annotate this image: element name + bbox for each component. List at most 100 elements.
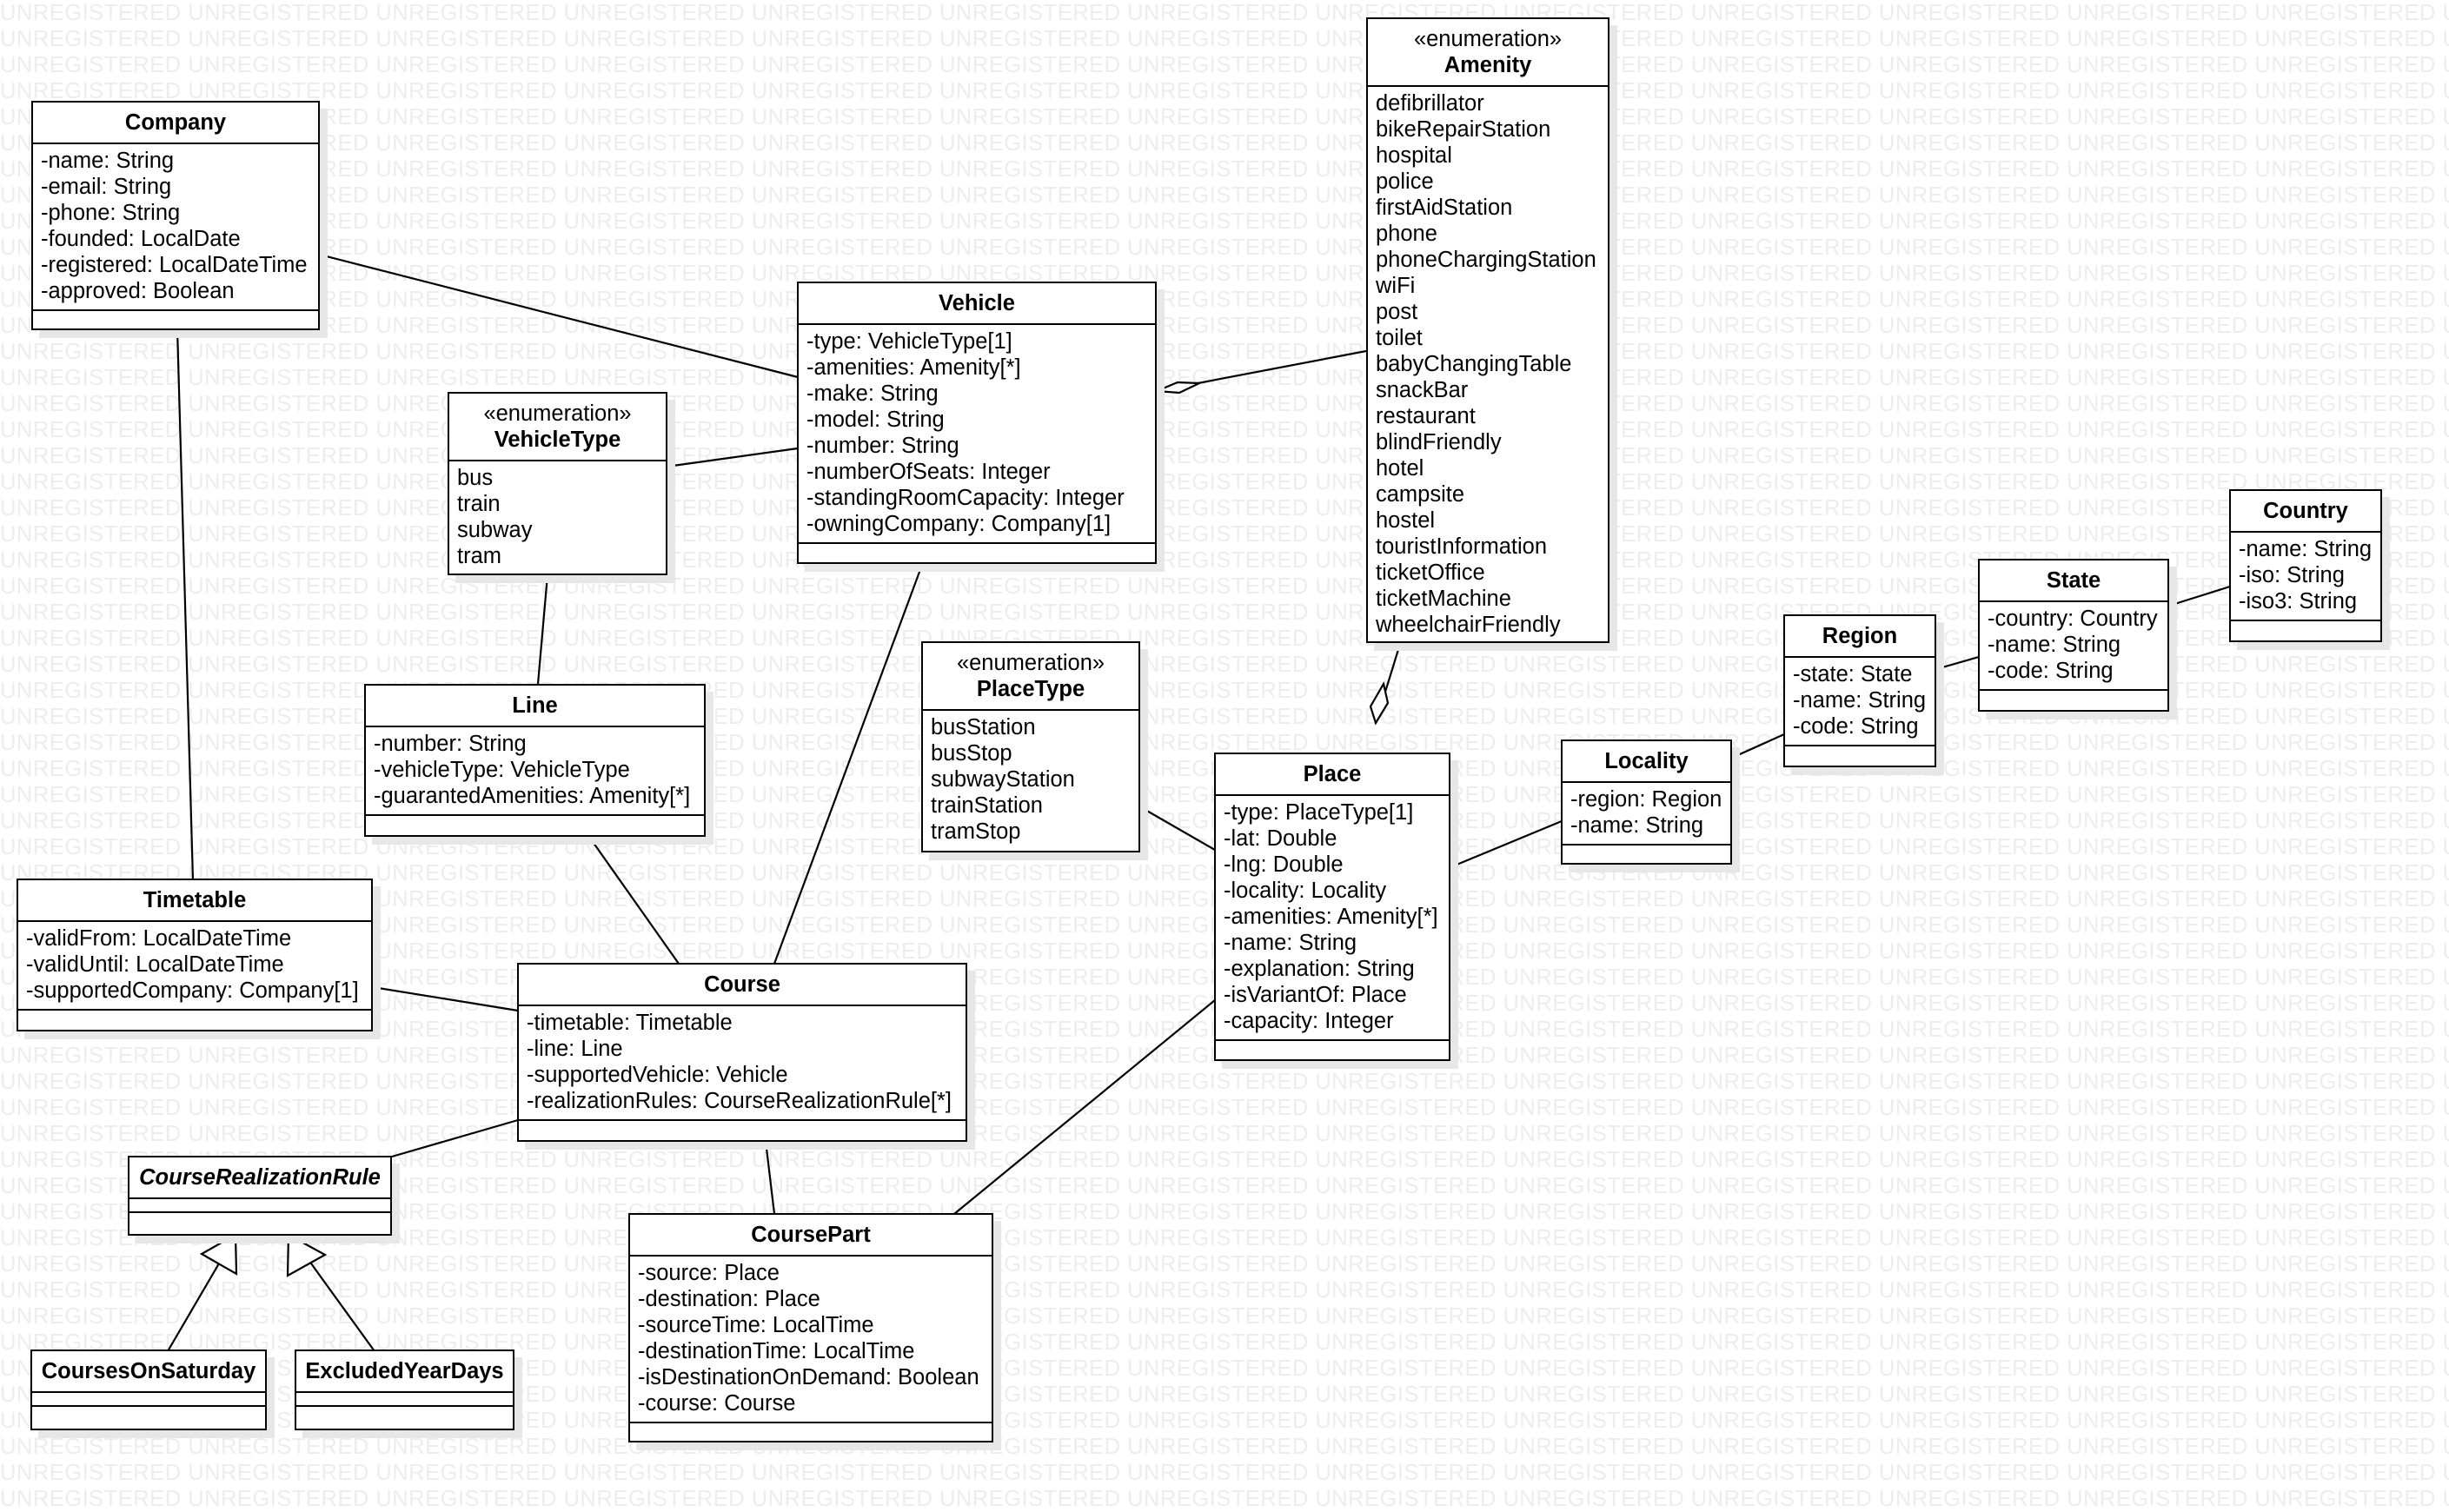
attribute: -code: String bbox=[1793, 714, 1919, 739]
aggregation-diamond-place bbox=[1369, 681, 1390, 726]
attribute: -supportedVehicle: Vehicle bbox=[527, 1063, 788, 1087]
enum-literal: hotel bbox=[1376, 456, 1424, 481]
attributes bbox=[129, 1199, 390, 1213]
attribute: -code: String bbox=[1988, 659, 2114, 683]
course-class[interactable]: Course -timetable: Timetable -line: Line… bbox=[517, 963, 967, 1142]
attribute: -number: String bbox=[374, 732, 527, 756]
operations bbox=[129, 1213, 390, 1234]
operations bbox=[32, 1407, 265, 1429]
enum-literal: train bbox=[457, 492, 501, 516]
attribute: -type: VehicleType[1] bbox=[806, 329, 1012, 354]
attribute: -guarantedAmenities: Amenity[*] bbox=[374, 784, 691, 808]
class-name: Amenity bbox=[1444, 53, 1532, 77]
enum-literal: subway bbox=[457, 518, 533, 542]
region-class[interactable]: Region -state: State -name: String -code… bbox=[1783, 614, 1936, 767]
class-name: CourseRealizationRule bbox=[139, 1165, 381, 1190]
assoc-coursepart-place bbox=[953, 999, 1216, 1215]
enum-literal: tramStop bbox=[931, 819, 1021, 844]
assoc-placetype-place bbox=[1138, 806, 1216, 851]
attribute: -destination: Place bbox=[638, 1287, 820, 1311]
enum-literal: wheelchairFriendly bbox=[1376, 613, 1561, 637]
literals: bus train subway tram bbox=[449, 461, 666, 574]
assoc-timetable-course bbox=[372, 985, 519, 1012]
attribute: -numberOfSeats: Integer bbox=[806, 460, 1051, 484]
state-class[interactable]: State -country: Country -name: String -c… bbox=[1978, 559, 2169, 712]
stereotype: «enumeration» bbox=[483, 401, 632, 426]
enum-literal: bus bbox=[457, 466, 494, 490]
attribute: -name: String bbox=[1224, 931, 1357, 955]
operations bbox=[1563, 846, 1730, 863]
operations bbox=[2231, 621, 2380, 640]
attribute: -approved: Boolean bbox=[41, 279, 235, 303]
coursesonsaturday-class[interactable]: CoursesOnSaturday bbox=[30, 1350, 267, 1430]
enum-literal: toilet bbox=[1376, 326, 1423, 350]
operations bbox=[799, 544, 1155, 562]
country-class[interactable]: Country -name: String -iso: String -iso3… bbox=[2229, 489, 2382, 642]
attribute: -name: String bbox=[41, 149, 175, 173]
operations bbox=[1785, 746, 1935, 766]
attributes: -name: String -iso: String -iso3: String bbox=[2231, 533, 2380, 621]
enum-literal: snackBar bbox=[1376, 378, 1469, 402]
line-class[interactable]: Line -number: String -vehicleType: Vehic… bbox=[364, 684, 706, 837]
assoc-region-state bbox=[1935, 655, 1980, 671]
generalization-coursesonsaturday bbox=[167, 1263, 220, 1352]
vehicletype-enum[interactable]: «enumeration» VehicleType bus train subw… bbox=[448, 392, 667, 575]
assoc-line-course bbox=[588, 836, 680, 965]
vehicle-class[interactable]: Vehicle -type: VehicleType[1] -amenities… bbox=[797, 282, 1157, 564]
enum-literal: post bbox=[1376, 300, 1418, 324]
attributes: -number: String -vehicleType: VehicleTyp… bbox=[366, 727, 704, 816]
attribute: -validUntil: LocalDateTime bbox=[26, 952, 284, 977]
class-name: PlaceType bbox=[976, 677, 1085, 701]
attribute: -amenities: Amenity[*] bbox=[806, 355, 1021, 380]
literals: busStation busStop subwayStation trainSt… bbox=[923, 711, 1138, 850]
attribute: -model: String bbox=[806, 408, 945, 432]
attribute: -name: String bbox=[1988, 633, 2121, 657]
enum-literal: touristInformation bbox=[1376, 534, 1548, 559]
excludedyeardays-class[interactable]: ExcludedYearDays bbox=[295, 1350, 514, 1430]
attribute: -amenities: Amenity[*] bbox=[1224, 905, 1438, 929]
attribute: -capacity: Integer bbox=[1224, 1009, 1394, 1033]
assoc-course-realizationrule bbox=[391, 1118, 519, 1158]
enum-literal: defibrillator bbox=[1376, 91, 1484, 116]
operations bbox=[18, 1011, 371, 1030]
attributes: -state: State -name: String -code: Strin… bbox=[1785, 658, 1935, 746]
attribute: -standingRoomCapacity: Integer bbox=[806, 486, 1125, 510]
attributes bbox=[32, 1393, 265, 1407]
locality-class[interactable]: Locality -region: Region -name: String bbox=[1561, 739, 1732, 865]
generalization-arrowhead-left bbox=[199, 1233, 238, 1276]
enum-literal: busStop bbox=[931, 741, 1012, 766]
attributes: -type: VehicleType[1] -amenities: Amenit… bbox=[799, 325, 1155, 544]
assoc-company-vehicle bbox=[319, 253, 799, 379]
enum-literal: ticketMachine bbox=[1376, 587, 1511, 611]
attribute: -validFrom: LocalDateTime bbox=[26, 926, 292, 951]
attributes: -type: PlaceType[1] -lat: Double -lng: D… bbox=[1216, 796, 1449, 1041]
placetype-enum[interactable]: «enumeration» PlaceType busStation busSt… bbox=[921, 641, 1140, 852]
timetable-class[interactable]: Timetable -validFrom: LocalDateTime -val… bbox=[17, 879, 373, 1031]
attribute: -explanation: String bbox=[1224, 957, 1415, 981]
coursepart-class[interactable]: CoursePart -source: Place -destination: … bbox=[628, 1213, 993, 1442]
enum-literal: hospital bbox=[1376, 143, 1452, 168]
attribute: -owningCompany: Company[1] bbox=[806, 512, 1112, 536]
courserealizationrule-class[interactable]: CourseRealizationRule bbox=[128, 1156, 392, 1236]
assoc-company-timetable bbox=[176, 328, 195, 881]
class-name: Line bbox=[512, 693, 558, 718]
class-name: Locality bbox=[1604, 749, 1689, 773]
attributes: -name: String -email: String -phone: Str… bbox=[33, 144, 318, 311]
attribute: -locality: Locality bbox=[1224, 879, 1387, 903]
attributes: -timetable: Timetable -line: Line -suppo… bbox=[519, 1006, 966, 1121]
attribute: -course: Course bbox=[638, 1391, 796, 1416]
enum-literal: campsite bbox=[1376, 482, 1465, 507]
assoc-course-coursepart bbox=[764, 1140, 776, 1215]
attribute: -founded: LocalDate bbox=[41, 227, 241, 251]
enum-literal: subwayStation bbox=[931, 767, 1075, 792]
attributes: -validFrom: LocalDateTime -validUntil: L… bbox=[18, 922, 371, 1011]
enum-literal: tram bbox=[457, 544, 501, 568]
amenity-enum[interactable]: «enumeration» Amenity defibrillator bike… bbox=[1366, 17, 1609, 643]
place-class[interactable]: Place -type: PlaceType[1] -lat: Double -… bbox=[1214, 753, 1450, 1061]
enum-literal: wiFi bbox=[1376, 274, 1416, 298]
attribute: -name: String bbox=[2239, 537, 2373, 561]
attributes: -region: Region -name: String bbox=[1563, 783, 1730, 846]
attribute: -destinationTime: LocalTime bbox=[638, 1339, 915, 1363]
attribute: -make: String bbox=[806, 381, 939, 406]
company-class[interactable]: Company -name: String -email: String -ph… bbox=[31, 101, 320, 330]
